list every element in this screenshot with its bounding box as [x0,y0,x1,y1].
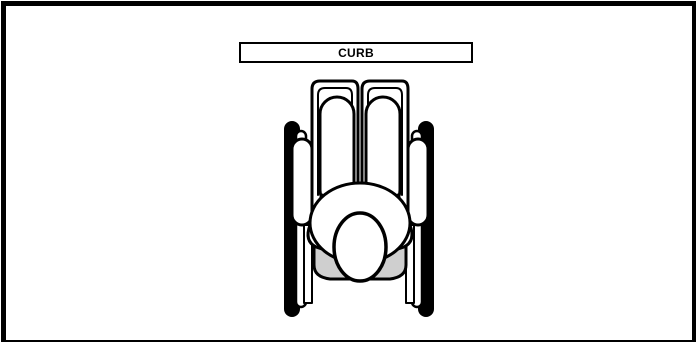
curb-marker: CURB [239,42,473,63]
curb-label: CURB [338,45,374,60]
left-armrest [290,137,314,227]
head [332,211,388,283]
wheelchair-user-illustration [284,79,434,317]
right-armrest [406,137,430,227]
